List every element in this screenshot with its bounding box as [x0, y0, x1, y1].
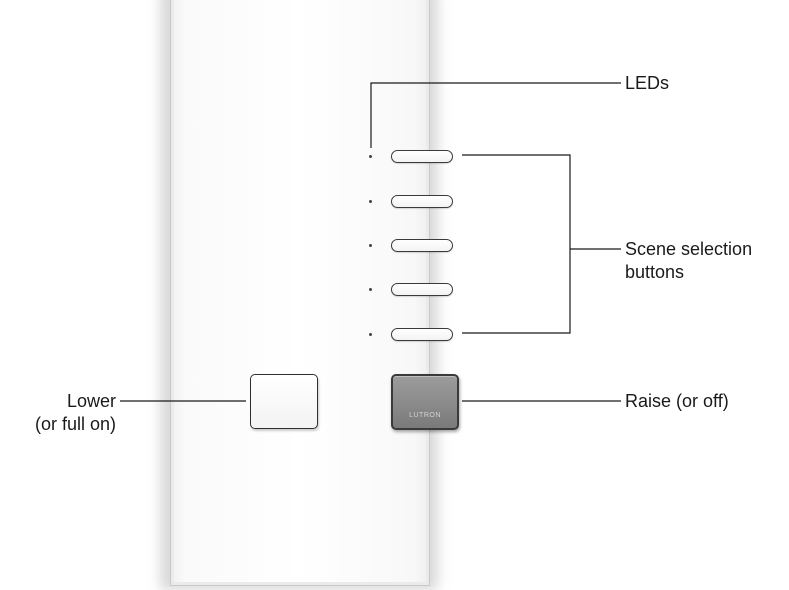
raise-button[interactable]: LUTRON [391, 374, 459, 430]
brand-logo: LUTRON [409, 412, 441, 419]
label-scene-line1: Scene selection [625, 239, 753, 259]
lower-button[interactable] [250, 374, 318, 429]
scene-button-5[interactable] [391, 328, 453, 341]
led-5 [369, 333, 372, 336]
led-4 [369, 288, 372, 291]
scene-button-1[interactable] [391, 150, 453, 163]
label-scene-selection: Scene selection buttons [625, 238, 752, 284]
label-scene-line2: buttons [625, 262, 685, 282]
label-lower-line2: (or full on) [34, 414, 116, 434]
led-2 [369, 200, 372, 203]
leds-leader-line [370, 82, 621, 148]
label-raise: Raise (or off) [625, 391, 729, 411]
label-lower-line1: Lower [66, 391, 116, 411]
scene-button-2[interactable] [391, 195, 453, 208]
scene-bracket-line [462, 154, 571, 334]
led-1 [369, 155, 372, 158]
label-leds: LEDs [625, 73, 670, 93]
wallplate [170, 0, 430, 586]
scene-button-3[interactable] [391, 239, 453, 252]
scene-button-4[interactable] [391, 283, 453, 296]
label-lower: Lower (or full on) [0, 390, 116, 436]
led-3 [369, 244, 372, 247]
